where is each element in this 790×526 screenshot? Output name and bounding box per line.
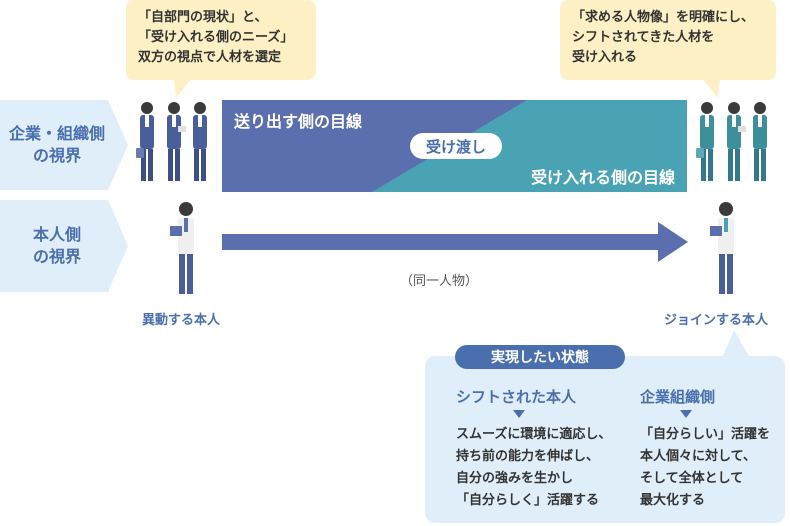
left-business-group-icon xyxy=(136,102,207,181)
right-bubble-line: シフトされてきた人材を xyxy=(572,30,715,45)
left-bubble-line: 「自部門の現状」と、 xyxy=(138,10,268,25)
sender-perspective-label: 送り出す側の目線 xyxy=(234,112,363,131)
left-bubble-tail xyxy=(174,78,192,98)
perspective-band: 送り出す側の目線 受け渡し 受け入れる側の目線 xyxy=(222,100,687,192)
panel-pointer xyxy=(722,330,750,358)
transferring-person-caption: 異動する本人 xyxy=(142,313,221,328)
company-side-line: 「自分らしい」活躍を xyxy=(640,427,771,442)
receiver-perspective-label: 受け入れる側の目線 xyxy=(530,168,675,187)
company-side-down-arrow xyxy=(680,410,692,418)
shifted-person-down-arrow xyxy=(513,410,525,418)
desired-state-title: 実現したい状態 xyxy=(455,345,625,369)
shifted-person-line: スムーズに環境に適応し、 xyxy=(456,427,612,442)
businessperson-icon xyxy=(753,102,767,181)
right-bubble-line: 「求める人物像」を明確にし、 xyxy=(572,10,755,25)
shifted-person-line: 「自分らしく」活躍する xyxy=(456,493,600,508)
businessperson-icon xyxy=(727,102,746,181)
individual-view-label: 本人側 の視界 xyxy=(0,200,128,292)
company-side-heading: 企業組織側 xyxy=(640,388,716,406)
right-bubble-tail xyxy=(702,78,720,98)
left-bubble-line: 双方の視点で人材を選定 xyxy=(138,50,282,65)
businessperson-icon xyxy=(167,102,186,181)
joining-person-caption: ジョインする本人 xyxy=(664,313,769,328)
company-view-label: 企業・組織側 の視界 xyxy=(0,100,128,190)
joining-person-icon xyxy=(710,202,734,294)
shifted-person-body: スムーズに環境に適応し、 持ち前の能力を伸ばし、 自分の強みを生かし 「自分らし… xyxy=(456,424,611,512)
company-side-line: 最大化する xyxy=(640,493,706,508)
transferring-person-icon xyxy=(170,202,194,294)
desired-state-panel xyxy=(425,356,785,523)
businessperson-icon xyxy=(136,102,154,181)
company-side-line: そして全体として xyxy=(640,471,744,486)
company-side-body: 「自分らしい」活躍を 本人個々に対して、 そして全体として 最大化する xyxy=(640,424,770,512)
company-side-line: 本人個々に対して、 xyxy=(640,449,756,464)
same-person-note: （同一人物） xyxy=(400,274,479,289)
businessperson-icon xyxy=(696,102,714,181)
right-speech-bubble: 「求める人物像」を明確にし、 シフトされてきた人材を 受け入れる xyxy=(560,0,776,80)
transfer-arrow xyxy=(222,222,688,262)
right-bubble-line: 受け入れる xyxy=(572,50,638,65)
shifted-person-line: 持ち前の能力を伸ばし、 xyxy=(456,449,600,464)
left-speech-bubble: 「自部門の現状」と、 「受け入れる側のニーズ」 双方の視点で人材を選定 xyxy=(126,0,316,80)
company-view-text: 企業・組織側 の視界 xyxy=(8,124,105,165)
individual-view-text: 本人側 の視界 xyxy=(32,225,81,266)
shifted-person-line: 自分の強みを生かし xyxy=(456,471,574,486)
shifted-person-heading: シフトされた本人 xyxy=(456,388,577,406)
businessperson-icon xyxy=(193,102,207,181)
right-business-group-icon xyxy=(696,102,767,181)
left-bubble-line: 「受け入れる側のニーズ」 xyxy=(138,30,294,45)
handover-badge: 受け渡し xyxy=(410,133,502,159)
